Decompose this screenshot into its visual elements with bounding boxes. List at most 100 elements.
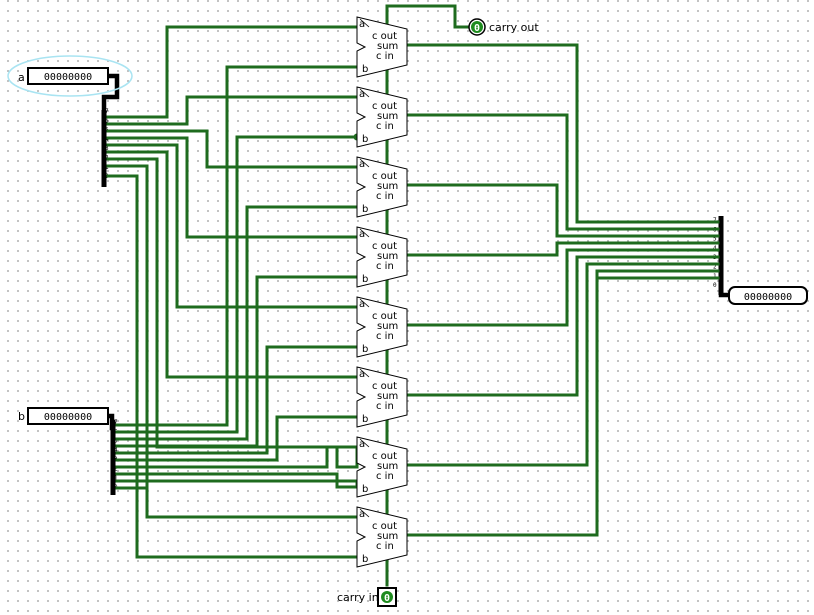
input-b-box[interactable] bbox=[27, 407, 109, 425]
adder-port-carry-out: c out bbox=[372, 381, 397, 392]
splitter-a-bit-label: 3 bbox=[105, 145, 109, 152]
carry-out-label: carry out bbox=[489, 21, 539, 34]
splitter-a-bit-label: 6 bbox=[105, 117, 109, 124]
adder-port-b: b bbox=[362, 134, 368, 145]
splitter-a-bit-label: 7 bbox=[105, 108, 109, 115]
wire-sum-bit-6 bbox=[405, 262, 720, 467]
wire-b-bit-6 bbox=[115, 445, 329, 469]
output-sum-value: 00000000 bbox=[744, 292, 792, 303]
adder-port-carry-in: c in bbox=[376, 541, 394, 552]
adder-port-a: a bbox=[359, 439, 365, 450]
splitter-sum-bit-label: 2 bbox=[713, 264, 717, 271]
adder-port-sum: sum bbox=[377, 181, 398, 192]
wire-a-bit-3 bbox=[106, 136, 359, 239]
input-pin-b[interactable]: b 00000000 bbox=[18, 407, 109, 425]
adder-port-a-tick bbox=[359, 508, 370, 518]
wire-a-bit-0 bbox=[106, 25, 359, 119]
io-layer: a 00000000 b 00000000 00000000 bbox=[7, 18, 808, 607]
wire-sum-bit-0 bbox=[405, 43, 720, 224]
adder-body bbox=[356, 366, 408, 428]
wire-b-bit-link bbox=[115, 486, 149, 519]
adder-port-a-tick bbox=[359, 298, 370, 308]
splitter-sum-bit-label: 1 bbox=[713, 273, 717, 280]
wire-b-bit-2 bbox=[115, 205, 359, 441]
carry-out-value: 0 bbox=[474, 23, 480, 34]
bus-a-connector bbox=[101, 73, 120, 113]
adder-port-carry-in: c in bbox=[376, 51, 394, 62]
adder-port-a: a bbox=[359, 369, 365, 380]
adder-port-b: b bbox=[362, 64, 368, 75]
wire-a-bit-6-tail bbox=[335, 445, 359, 469]
wire-a-bit-4 bbox=[106, 143, 359, 309]
adder-port-carry-in: c in bbox=[376, 331, 394, 342]
adder-port-carry-in: c in bbox=[376, 121, 394, 132]
wire-a-bit-6 bbox=[106, 157, 339, 449]
adder-port-a: a bbox=[359, 19, 365, 30]
adder-body bbox=[356, 156, 408, 218]
wire-sum-bit-2 bbox=[405, 183, 720, 238]
adder-port-carry-in: c in bbox=[376, 471, 394, 482]
adder-port-a: a bbox=[359, 299, 365, 310]
adder-port-a: a bbox=[359, 509, 365, 520]
input-pin-carry-in[interactable]: carry in 0 bbox=[337, 587, 397, 607]
selection-halo bbox=[7, 55, 133, 97]
adder-port-sum: sum bbox=[377, 461, 398, 472]
splitter-sum-bit-label: 4 bbox=[713, 245, 717, 252]
wire-sum-bit-5 bbox=[405, 255, 720, 397]
wire-b-bit-4 bbox=[115, 345, 359, 455]
adder-port-a-tick bbox=[359, 368, 370, 378]
carry-in-value: 0 bbox=[384, 593, 390, 604]
wire-a-bit-1 bbox=[106, 95, 359, 126]
adder-port-carry-out: c out bbox=[372, 241, 397, 252]
input-a-box[interactable] bbox=[27, 67, 109, 85]
wire-b-bit-1 bbox=[115, 135, 359, 434]
adder-port-a: a bbox=[359, 89, 365, 100]
wire-b-bit-5 bbox=[115, 415, 359, 462]
splitter-b-bit-label: 1 bbox=[114, 475, 118, 482]
input-a-value: 00000000 bbox=[44, 72, 92, 83]
adder-port-b: b bbox=[362, 484, 368, 495]
wire-sum-bit-7 bbox=[405, 269, 720, 537]
output-sum-box[interactable] bbox=[728, 286, 808, 305]
adder-body bbox=[356, 16, 408, 78]
wire-b-bit-6-tail bbox=[325, 445, 359, 469]
adder-port-b: b bbox=[362, 344, 368, 355]
adder-port-carry-out: c out bbox=[372, 101, 397, 112]
splitter-b-bit-label: 5 bbox=[114, 438, 118, 445]
carry-out-probe[interactable] bbox=[471, 21, 483, 33]
splitter-b-bit-label: 2 bbox=[114, 466, 118, 473]
adder-port-carry-out: c out bbox=[372, 311, 397, 322]
adder-port-sum: sum bbox=[377, 321, 398, 332]
adder-body bbox=[356, 506, 408, 568]
splitter-b-bit-label: 7 bbox=[114, 419, 118, 426]
adder-port-a-tick bbox=[359, 158, 370, 168]
adder-port-sum: sum bbox=[377, 391, 398, 402]
output-pin-carry-out[interactable]: 0 carry out bbox=[468, 18, 539, 36]
adder-port-sum: sum bbox=[377, 111, 398, 122]
adder-port-sum: sum bbox=[377, 41, 398, 52]
output-pin-sum[interactable]: 00000000 bbox=[728, 286, 808, 305]
carry-in-label: carry in bbox=[337, 591, 379, 604]
adder-port-a-tick bbox=[359, 438, 370, 448]
adder-port-a-tick bbox=[359, 88, 370, 98]
adder-port-a-tick bbox=[359, 228, 370, 238]
input-b-label: b bbox=[18, 410, 25, 423]
wire-a-bit-extra bbox=[106, 164, 359, 519]
adder-body bbox=[356, 436, 408, 498]
adder-port-carry-out: c out bbox=[372, 31, 397, 42]
adder-port-sum: sum bbox=[377, 251, 398, 262]
input-pin-a[interactable]: a 00000000 bbox=[7, 55, 133, 97]
wire-sum-bit-1 bbox=[405, 113, 720, 231]
adder-port-b: b bbox=[362, 554, 368, 565]
input-a-label: a bbox=[18, 71, 25, 84]
